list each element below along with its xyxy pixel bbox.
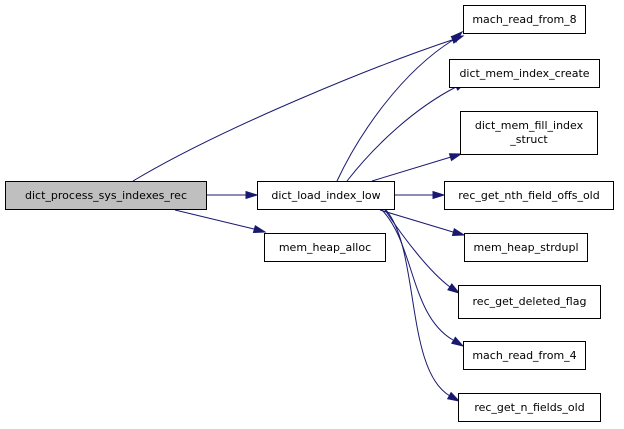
arrowhead [450,336,465,347]
node-dict-mem-fill-index-struct[interactable]: dict_mem_fill_index_struct [460,111,598,155]
node-rec-get-nth-field-offs-old[interactable]: rec_get_nth_field_offs_old [444,181,614,210]
edge-dict_load_index_low-to-mem_heap_strdupl [379,209,466,237]
edge-line [132,39,453,182]
edge-line [336,39,454,182]
edge-dict_load_index_low-to-mach_read_from_8 [336,30,464,182]
edge-dict_load_index_low-to-mach_read_from_4 [381,209,465,347]
edge-dict_load_index_low-to-rec_get_deleted_flag [384,209,461,294]
node-mem-heap-strdupl[interactable]: mem_heap_strdupl [464,233,588,262]
edge-line [385,209,451,397]
node-label: rec_get_nth_field_offs_old [458,188,600,202]
arrowhead [432,190,446,200]
node-dict-mem-index-create[interactable]: dict_mem_index_create [449,59,600,88]
arrowhead [450,30,464,43]
arrowhead [252,224,267,234]
node-label: mem_heap_alloc [278,240,372,254]
edge-dict_load_index_low-to-dict_mem_fill_index_struct [371,153,463,182]
arrowhead [451,227,466,237]
edge-line [381,209,454,341]
node-rec-get-deleted-flag[interactable]: rec_get_deleted_flag [458,285,601,319]
node-label: rec_get_deleted_flag [472,295,587,308]
node-label: dict_mem_fill_index [474,119,584,132]
arrowhead [447,283,461,294]
node-label: dict_load_index_low [271,188,381,202]
node-dict-load-index-low[interactable]: dict_load_index_low [257,181,395,210]
node-dict-process-sys-indexes-rec: dict_process_sys_indexes_rec [5,181,207,210]
node-label: dict_mem_index_create [459,66,590,80]
edge-line [346,86,457,182]
edge-line [371,156,452,182]
node-label: mach_read_from_4 [472,348,577,362]
edge-line [174,209,255,230]
edge-line [384,209,451,288]
node-label: mach_read_from_8 [472,12,577,26]
node-label: dict_process_sys_indexes_rec [25,188,187,202]
arrowhead [448,153,463,162]
edge-dict_process_sys_indexes_rec-to-dict_load_index_low [207,190,259,200]
node-label: mem_heap_strdupl [473,240,579,254]
edge-dict_load_index_low-to-rec_get_n_fields_old [385,209,461,402]
edge-dict_process_sys_indexes_rec-to-mem_heap_alloc [174,209,267,234]
node-label: _struct [510,133,548,146]
node-mach-read-from-8[interactable]: mach_read_from_8 [463,5,586,34]
edge-dict_load_index_low-to-rec_get_nth_field_offs_old [395,190,446,200]
node-rec-get-n-fields-old[interactable]: rec_get_n_fields_old [458,393,601,422]
node-mach-read-from-4[interactable]: mach_read_from_4 [463,341,586,370]
node-mem-heap-alloc[interactable]: mem_heap_alloc [264,233,386,262]
node-label: rec_get_n_fields_old [474,400,585,414]
arrowhead [446,391,461,402]
edge-line [379,209,454,233]
edge-dict_process_sys_indexes_rec-to-mach_read_from_8 [132,35,465,182]
arrowhead [245,190,259,200]
